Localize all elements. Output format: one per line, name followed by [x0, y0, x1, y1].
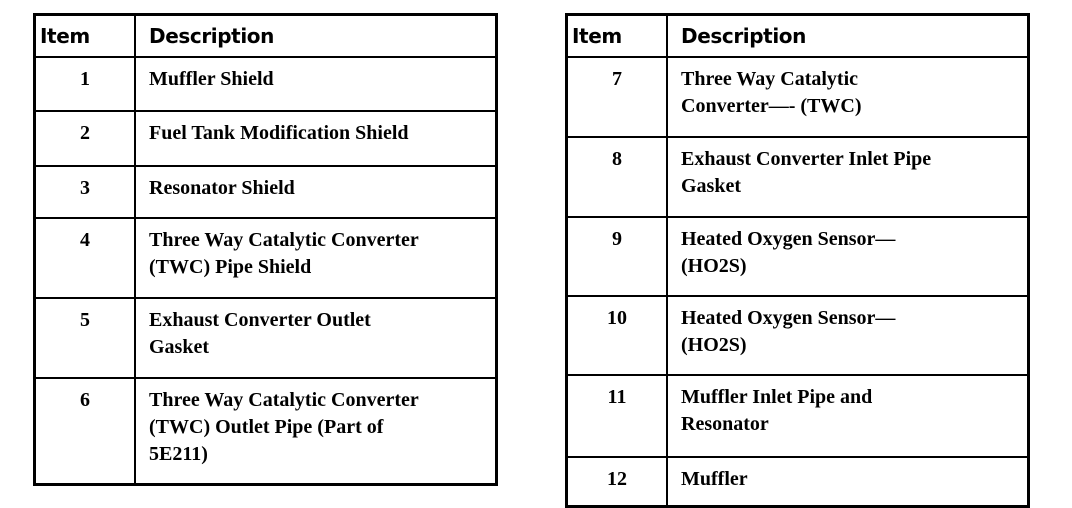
cell-item-description: Muffler Inlet Pipe and Resonator: [666, 374, 1030, 458]
table-right-body: 7 Three Way Catalytic Converter—- (TWC) …: [565, 56, 1030, 508]
table-row: 6 Three Way Catalytic Converter (TWC) Ou…: [33, 377, 498, 486]
table-row: 7 Three Way Catalytic Converter—- (TWC): [565, 56, 1030, 138]
table-header-row: Item Description: [565, 13, 1030, 58]
table-left-header: Item Description: [33, 13, 498, 58]
column-header-item: Item: [33, 13, 136, 58]
table-row: 10 Heated Oxygen Sensor— (HO2S): [565, 295, 1030, 376]
parts-table-right: Item Description 7 Three Way Catalytic C…: [565, 13, 1030, 508]
cell-item-number: 2: [33, 110, 136, 167]
column-header-description: Description: [134, 13, 498, 58]
table-row: 12 Muffler: [565, 456, 1030, 508]
table-left-body: 1 Muffler Shield 2 Fuel Tank Modificatio…: [33, 56, 498, 486]
cell-item-number: 4: [33, 217, 136, 299]
cell-item-description: Heated Oxygen Sensor— (HO2S): [666, 295, 1030, 376]
cell-item-description: Three Way Catalytic Converter—- (TWC): [666, 56, 1030, 138]
table-header-row: Item Description: [33, 13, 498, 58]
table-row: 2 Fuel Tank Modification Shield: [33, 110, 498, 167]
cell-item-number: 1: [33, 56, 136, 112]
cell-item-description: Muffler Shield: [134, 56, 498, 112]
cell-item-number: 3: [33, 165, 136, 219]
cell-item-description: Exhaust Converter Outlet Gasket: [134, 297, 498, 379]
table-row: 1 Muffler Shield: [33, 56, 498, 112]
parts-table-left: Item Description 1 Muffler Shield 2 Fuel…: [33, 13, 498, 486]
cell-item-number: 6: [33, 377, 136, 486]
document-page: Item Description 1 Muffler Shield 2 Fuel…: [33, 13, 1030, 508]
cell-item-description: Exhaust Converter Inlet Pipe Gasket: [666, 136, 1030, 218]
table-row: 11 Muffler Inlet Pipe and Resonator: [565, 374, 1030, 458]
column-header-item: Item: [565, 13, 668, 58]
cell-item-number: 5: [33, 297, 136, 379]
cell-item-description: Resonator Shield: [134, 165, 498, 219]
cell-item-description: Three Way Catalytic Converter (TWC) Pipe…: [134, 217, 498, 299]
cell-item-description: Muffler: [666, 456, 1030, 508]
table-right-header: Item Description: [565, 13, 1030, 58]
cell-item-number: 8: [565, 136, 668, 218]
cell-item-number: 9: [565, 216, 668, 297]
cell-item-number: 7: [565, 56, 668, 138]
cell-item-number: 10: [565, 295, 668, 376]
cell-item-number: 11: [565, 374, 668, 458]
cell-item-description: Fuel Tank Modification Shield: [134, 110, 498, 167]
cell-item-number: 12: [565, 456, 668, 508]
cell-item-description: Heated Oxygen Sensor— (HO2S): [666, 216, 1030, 297]
cell-item-description: Three Way Catalytic Converter (TWC) Outl…: [134, 377, 498, 486]
table-row: 4 Three Way Catalytic Converter (TWC) Pi…: [33, 217, 498, 299]
column-header-description: Description: [666, 13, 1030, 58]
table-row: 5 Exhaust Converter Outlet Gasket: [33, 297, 498, 379]
table-row: 8 Exhaust Converter Inlet Pipe Gasket: [565, 136, 1030, 218]
table-row: 3 Resonator Shield: [33, 165, 498, 219]
table-row: 9 Heated Oxygen Sensor— (HO2S): [565, 216, 1030, 297]
